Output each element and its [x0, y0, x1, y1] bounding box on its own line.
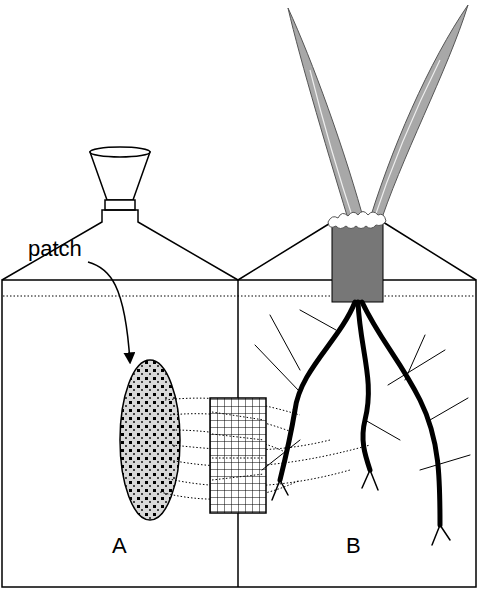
leaf [288, 8, 366, 232]
funnel [90, 152, 150, 200]
leaf [366, 5, 468, 232]
roots [255, 302, 470, 545]
mesh [210, 398, 266, 513]
compartment-label: A [112, 535, 127, 557]
callout-label: patch [28, 238, 82, 260]
fill-level [3, 296, 475, 297]
container [2, 280, 476, 587]
compartment-label: B [346, 535, 361, 557]
stem-tube [332, 220, 383, 302]
cotton-plug [328, 212, 386, 229]
bottle-a [2, 210, 238, 280]
leader-arrow [88, 262, 130, 362]
patch [120, 360, 180, 520]
